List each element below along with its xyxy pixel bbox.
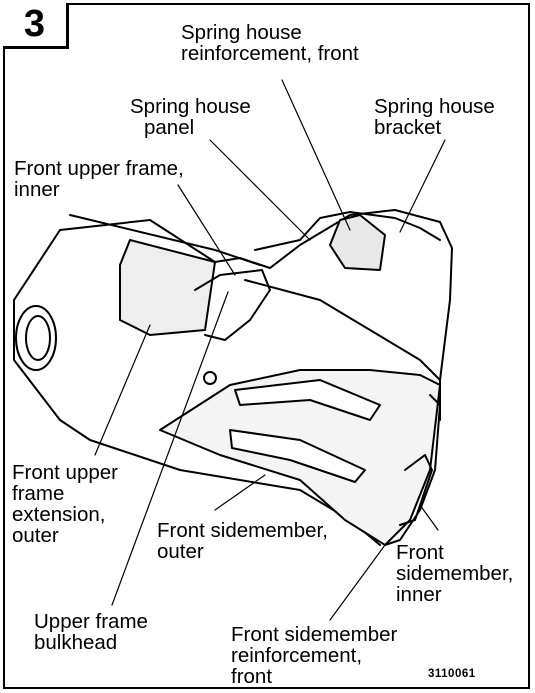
leader-front-upper-frame-inner	[177, 184, 236, 276]
leader-front-sidemember-inner	[419, 504, 439, 531]
upper-frame-box-section	[119, 239, 216, 336]
leader-spring-house-panel	[209, 139, 311, 241]
leader-sidemember-reinforcement	[329, 544, 386, 621]
front-sidemember-inner-flange	[384, 394, 441, 546]
label-spring-house-bracket: Spring house bracket	[374, 95, 495, 139]
label-front-upper-frame-extension-outer: Front upper frame extension, outer	[12, 461, 118, 547]
spring-house-panel-outline	[254, 211, 441, 251]
leader-spring-house-reinforcement	[281, 79, 351, 231]
leader-spring-house-bracket	[399, 139, 446, 233]
leader-front-sidemember-outer	[214, 474, 266, 511]
front-upper-frame-top-edge	[69, 214, 261, 266]
front-sidemember-inner-edge	[399, 454, 433, 526]
sidemember-slot-upper	[234, 379, 381, 421]
figure-number-badge: 3	[3, 3, 69, 49]
label-spring-house-panel: Spring house panel	[130, 95, 251, 139]
leader-upper-frame-bulkhead	[111, 291, 229, 606]
figure-code: 3110061	[428, 668, 476, 680]
label-front-sidemember-outer: Front sidemember, outer	[157, 519, 328, 563]
label-upper-frame-bulkhead: Upper frame bulkhead	[34, 610, 148, 654]
leader-front-upper-frame-extension	[94, 324, 151, 456]
label-front-sidemember-reinforcement-front: Front sidemember reinforcement, front	[231, 623, 398, 688]
sidemember-slot-lower	[229, 429, 366, 483]
front-upper-frame-outline	[13, 209, 453, 381]
mounting-hole	[203, 371, 217, 385]
label-front-upper-frame-inner: Front upper frame, inner	[14, 157, 184, 201]
frame-rail-hole-inner	[25, 315, 51, 361]
spring-house-bracket-outline	[329, 214, 386, 271]
label-spring-house-reinforcement-front: Spring house reinforcement, front	[181, 21, 359, 65]
upper-frame-box-flange	[194, 269, 271, 341]
label-front-sidemember-inner: Front sidemember, inner	[396, 541, 514, 606]
